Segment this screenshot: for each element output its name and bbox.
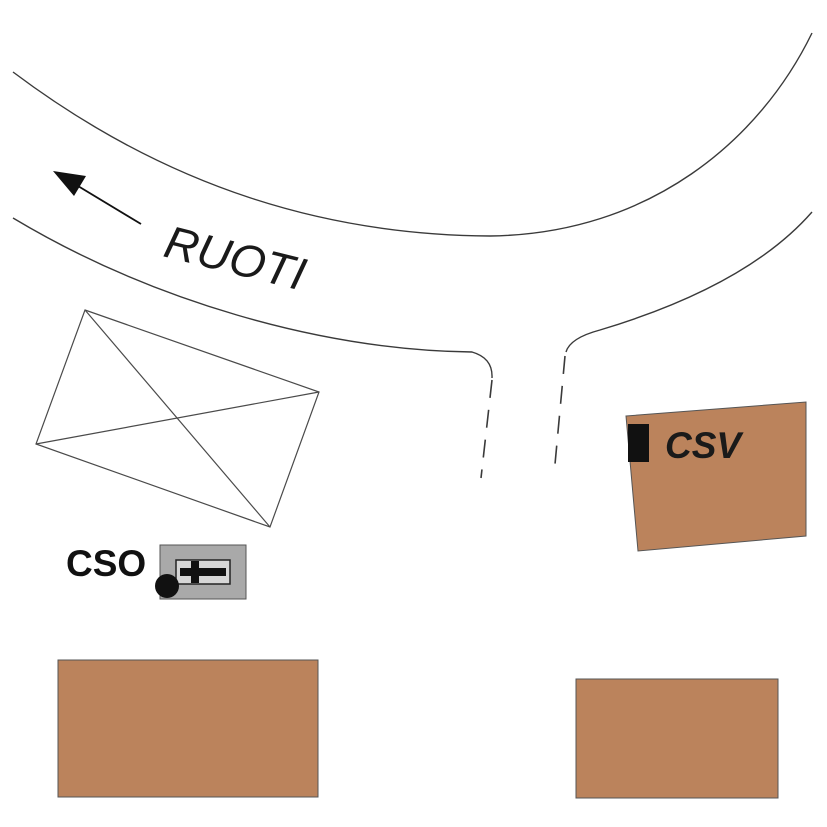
building-bottom-right	[575, 678, 779, 799]
road-edge-north	[12, 32, 813, 237]
pole-icon	[155, 574, 179, 598]
side-road-dash-right	[553, 355, 566, 476]
road-name-label: RUOTI	[160, 215, 312, 300]
building-bottom-left	[57, 659, 319, 798]
csv-label: CSV	[665, 425, 744, 466]
road-edge-south-east	[565, 211, 813, 353]
road-edge-south-west	[12, 217, 493, 379]
csv-marker-icon	[628, 424, 649, 462]
arrow-icon	[53, 171, 142, 225]
crossed-area	[35, 309, 320, 528]
side-road-dash-left	[480, 379, 493, 479]
csv-building: CSV	[625, 401, 807, 552]
cso-label: CSO	[66, 543, 146, 584]
